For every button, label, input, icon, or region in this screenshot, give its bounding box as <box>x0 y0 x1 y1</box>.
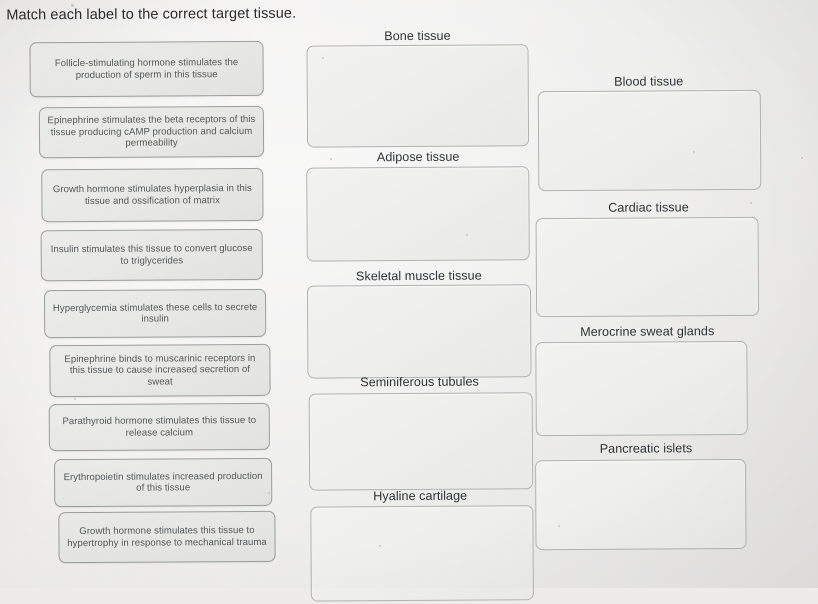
zone-caption-hyaline: Hyaline cartilage <box>373 488 468 504</box>
label-tile-hyperglycemia-insulin[interactable]: Hyperglycemia stimulates these cells to … <box>43 288 267 339</box>
label-tile-text: Insulin stimulates this tissue to conver… <box>50 243 253 267</box>
drop-zone-bone[interactable] <box>306 44 530 148</box>
dust-speck <box>558 525 560 527</box>
zone-caption-seminiferous: Seminiferous tubules <box>360 374 479 390</box>
label-tile-fsh-sperm[interactable]: Follicle-stimulating hormone stimulates … <box>29 40 264 98</box>
label-tile-epi-muscarinic-sweat[interactable]: Epinephrine binds to muscarinic receptor… <box>49 343 271 398</box>
label-tile-pth-calcium[interactable]: Parathyroid hormone stimulates this tiss… <box>48 402 270 452</box>
dust-speck <box>693 151 695 153</box>
zone-caption-adipose: Adipose tissue <box>376 149 460 165</box>
dust-speck <box>466 234 468 236</box>
label-tile-text: Parathyroid hormone stimulates this tiss… <box>62 415 257 439</box>
label-tile-text: Growth hormone stimulates hyperplasia in… <box>52 183 252 207</box>
zone-caption-bone: Bone tissue <box>384 28 451 44</box>
zone-caption-pancreas: Pancreatic islets <box>599 441 693 456</box>
dust-speck <box>750 202 752 204</box>
dust-speck <box>322 57 324 59</box>
drop-zone-skeletal-muscle[interactable] <box>306 284 532 379</box>
label-tile-text: Hyperglycemia stimulates these cells to … <box>52 301 258 325</box>
drop-zone-seminiferous[interactable] <box>308 392 534 491</box>
drop-zone-pancreas[interactable] <box>535 458 747 551</box>
zone-caption-sweat: Merocrine sweat glands <box>580 324 715 339</box>
zone-caption-cardiac: Cardiac tissue <box>608 200 689 215</box>
drop-zone-blood[interactable] <box>537 89 762 192</box>
page-title: Match each label to the correct target t… <box>6 5 297 24</box>
dust-speck <box>330 158 332 160</box>
label-tile-epo-production[interactable]: Erythropoietin stimulates increased prod… <box>54 457 273 508</box>
dust-speck <box>71 4 74 7</box>
label-tile-text: Epinephrine stimulates the beta receptor… <box>47 114 256 149</box>
dust-speck <box>801 157 803 159</box>
label-tile-insulin-triglyceride[interactable]: Insulin stimulates this tissue to conver… <box>40 228 263 282</box>
zone-caption-blood: Blood tissue <box>614 74 684 89</box>
dust-speck <box>74 398 76 400</box>
label-tile-gh-hyperplasia[interactable]: Growth hormone stimulates hyperplasia in… <box>41 167 264 223</box>
label-tile-text: Erythropoietin stimulates increased prod… <box>63 470 263 494</box>
dust-speck <box>379 545 381 547</box>
label-tile-gh-hypertrophy[interactable]: Growth hormone stimulates this tissue to… <box>58 510 276 564</box>
label-tile-text: Follicle-stimulating hormone stimulates … <box>54 57 239 81</box>
drop-zone-adipose[interactable] <box>306 166 530 262</box>
zone-caption-skeletal-muscle: Skeletal muscle tissue <box>355 268 482 284</box>
drop-zone-cardiac[interactable] <box>535 216 760 318</box>
drop-zone-hyaline[interactable] <box>310 505 534 602</box>
drop-zone-sweat[interactable] <box>535 340 748 437</box>
dust-speck <box>268 492 270 494</box>
label-tile-text: Growth hormone stimulates this tissue to… <box>67 525 267 549</box>
label-tile-epi-beta-camp[interactable]: Epinephrine stimulates the beta receptor… <box>38 105 265 159</box>
activity-canvas: Match each label to the correct target t… <box>6 5 762 602</box>
label-tile-text: Epinephrine binds to muscarinic receptor… <box>64 352 256 388</box>
